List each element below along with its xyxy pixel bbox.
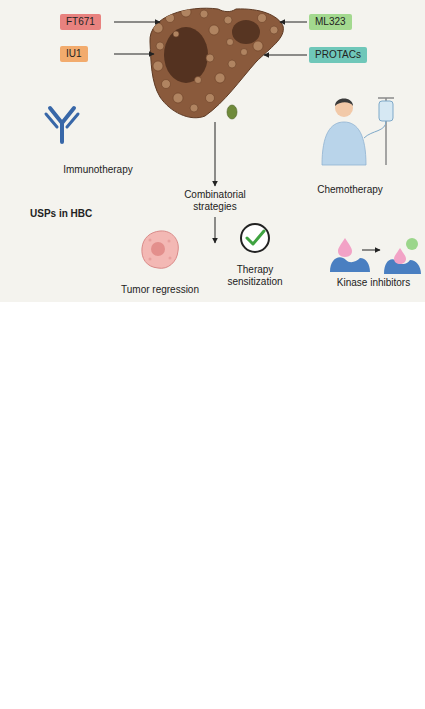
antibody-icon — [46, 108, 78, 142]
drug-label-box: IU1 — [60, 46, 88, 62]
arrow — [264, 55, 307, 56]
arrow — [114, 22, 160, 23]
liver-illustration — [150, 7, 283, 119]
panel-heading: USPs in HBC — [30, 208, 140, 220]
drug-label-box: ML323 — [309, 14, 352, 30]
drug-label-box: FT671 — [60, 14, 101, 30]
kinase-icon — [330, 238, 421, 274]
icon-caption: Therapy sensitization — [210, 264, 300, 288]
icon-caption: Immunotherapy — [48, 164, 148, 176]
icon-caption: Kinase inhibitors — [322, 277, 425, 289]
drug-name: PROTACs — [315, 49, 361, 61]
gallbladder — [227, 105, 237, 119]
drug-name: FT671 — [66, 16, 95, 28]
drug-name: IU1 — [66, 48, 82, 60]
icon-caption: Chemotherapy — [300, 184, 400, 196]
drug-name: ML323 — [315, 16, 346, 28]
drug-label-box: PROTACs — [309, 47, 367, 63]
icon-caption: Combinatorial strategies — [170, 189, 260, 213]
arrows — [114, 22, 307, 243]
icon-caption: Tumor regression — [110, 284, 210, 296]
panel-background — [0, 0, 425, 302]
arrow — [114, 54, 154, 55]
arrow — [215, 122, 216, 186]
arrow — [215, 217, 216, 243]
patient-icon — [322, 98, 394, 165]
tumor-cell-icon — [142, 231, 178, 268]
check-icon — [241, 224, 269, 252]
arrow — [280, 22, 307, 23]
